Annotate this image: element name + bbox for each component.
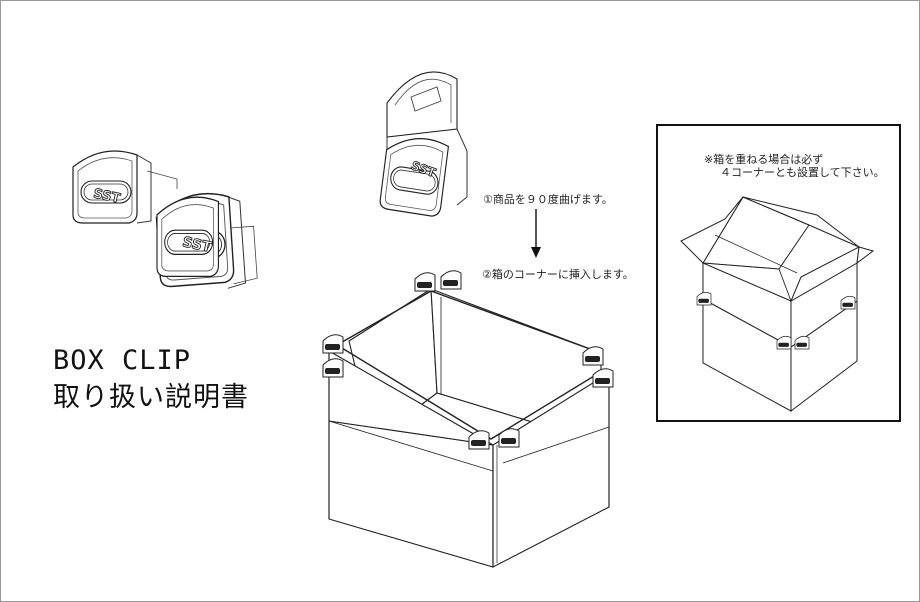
stacked-boxes-drawing [680,196,875,413]
stacking-note-frame [656,124,901,422]
box-with-clips-drawing [328,288,610,568]
note-line-2: ４コーナーとも設置して下さい。 [720,166,885,179]
note-line-1: ※箱を重ねる場合は必ず [704,153,824,166]
title-line-2: 取り扱い説明書 [53,382,249,413]
title-line-1: BOX CLIP [53,345,192,376]
folded-clip-drawing [378,71,468,218]
step-2-text: ②箱のコーナーに挿入します。 [482,268,634,281]
sst-logo-2: SST [181,234,213,256]
step-1-text: ①商品を９０度曲げます。 [483,193,613,206]
flat-clip-pair-drawing [72,150,258,289]
down-arrow-icon [531,209,541,258]
sst-logo-1: SST [92,186,122,206]
